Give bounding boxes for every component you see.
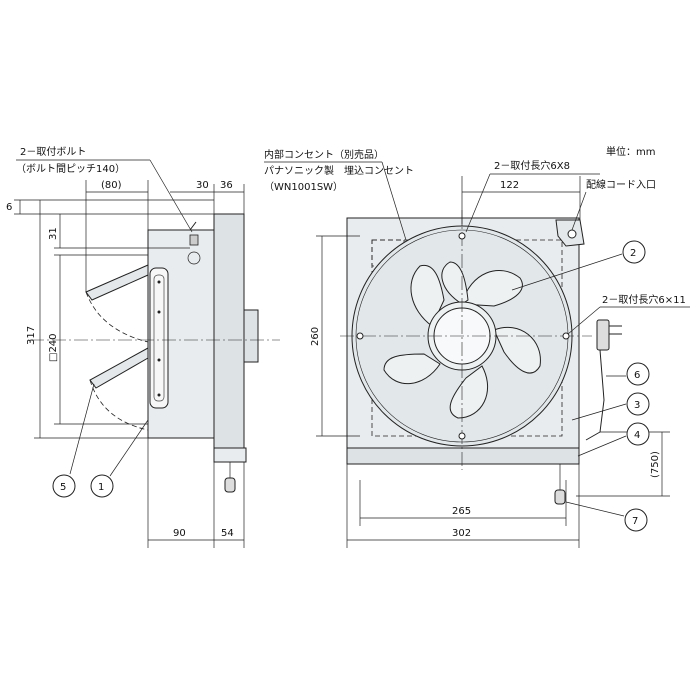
callout-6: 6 <box>606 362 650 386</box>
svg-text:6: 6 <box>634 370 640 381</box>
svg-text:4: 4 <box>634 430 640 441</box>
dim-31: 31 <box>48 227 59 240</box>
dim-54: 54 <box>221 528 234 539</box>
dim-6: 6 <box>6 202 12 213</box>
power-cord <box>585 349 605 441</box>
callout-5: 5 <box>52 383 95 498</box>
label-slot-side: 2－取付長穴6×11 <box>602 293 686 306</box>
dim-90: 90 <box>173 528 186 539</box>
dim-122: 122 <box>500 180 519 191</box>
callouts: 1 5 2 6 3 4 7 <box>52 240 650 532</box>
dim-302: 302 <box>452 528 471 539</box>
label-mount-bolts: 2－取付ボルト <box>20 145 86 158</box>
power-plug <box>596 319 610 351</box>
callout-4: 4 <box>577 422 650 457</box>
dim-30: 30 <box>196 180 209 191</box>
svg-text:7: 7 <box>632 516 638 527</box>
fan-blades <box>383 261 541 419</box>
callout-3: 3 <box>571 392 650 421</box>
label-bolt-pitch: （ボルト間ピッチ140） <box>16 163 125 175</box>
label-internal-outlet: 内部コンセント（別売品） <box>264 148 384 161</box>
svg-text:1: 1 <box>98 482 104 493</box>
dim-265: 265 <box>452 506 471 517</box>
front-view-dimensions: 122 260 265 302 (750) <box>310 176 670 548</box>
label-outlet-model: （WN1001SW） <box>264 181 343 193</box>
shutter-flap-upper <box>85 264 149 301</box>
front-view-labels: 単位：mm 内部コンセント（別売品） パナソニック製 埋込コンセント （WN10… <box>264 145 690 335</box>
callout-7: 7 <box>565 501 648 532</box>
svg-text:3: 3 <box>634 400 640 411</box>
callout-1: 1 <box>90 419 149 498</box>
side-front-panel <box>213 213 245 449</box>
dim-317: 317 <box>26 326 37 345</box>
front-pull-knob <box>554 489 566 505</box>
svg-text:2: 2 <box>630 248 636 259</box>
side-view-dimensions: 6 317 31 □240 (80) 30 36 90 54 <box>6 180 245 548</box>
front-view <box>340 210 622 505</box>
side-view-labels: 2－取付ボルト （ボルト間ピッチ140） <box>16 145 193 233</box>
units-label: 単位：mm <box>606 145 655 158</box>
dim-36: 36 <box>220 180 233 191</box>
side-panel-bottom <box>213 447 247 463</box>
front-bottom-tray <box>346 447 580 465</box>
label-outlet-maker: パナソニック製 埋込コンセント <box>264 164 414 177</box>
side-motor-boss <box>243 309 259 363</box>
label-slot-top: 2－取付長穴6X8 <box>494 159 570 172</box>
side-shutter-slot <box>149 267 169 409</box>
side-view <box>30 213 280 493</box>
dim-260: 260 <box>310 327 321 346</box>
dim-240: □240 <box>48 333 59 362</box>
label-cord-inlet: 配線コード入口 <box>586 178 656 191</box>
side-pull-knob <box>224 477 236 493</box>
shutter-flap-lower <box>89 347 149 389</box>
callout-2: 2 <box>511 240 646 291</box>
dim-750: (750) <box>650 451 661 478</box>
dim-80: (80) <box>101 180 122 191</box>
svg-text:5: 5 <box>60 482 66 493</box>
